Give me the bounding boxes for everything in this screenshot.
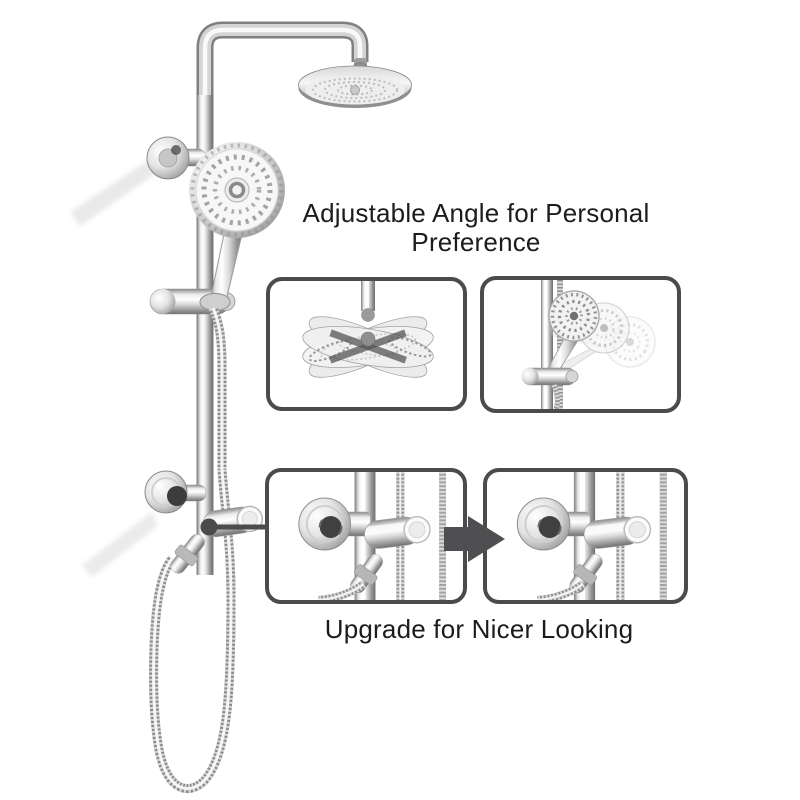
heading-line-2: Preference bbox=[411, 227, 541, 257]
right-arrow-icon bbox=[440, 512, 510, 566]
handheld-angle-inset bbox=[480, 276, 681, 413]
bracket-closeup-after-inset bbox=[483, 468, 688, 604]
rainhead-angle-inset bbox=[266, 277, 467, 411]
callout-dot-and-line bbox=[200, 518, 267, 536]
caption-upgrade: Upgrade for Nicer Looking bbox=[324, 614, 634, 644]
handheld-angle-art bbox=[484, 280, 677, 409]
rain-shower-head bbox=[298, 58, 412, 108]
rainhead-angle-art bbox=[270, 281, 463, 407]
heading-line-1: Adjustable Angle for Personal bbox=[302, 198, 650, 228]
wall-shadow-top bbox=[70, 158, 158, 226]
bracket-after-art bbox=[487, 472, 684, 600]
bracket-before-art bbox=[269, 472, 463, 600]
wall-mount-top bbox=[146, 136, 207, 180]
heading-adjustable-angle: Adjustable Angle for Personal Preference bbox=[250, 199, 702, 257]
handheld-shower-head bbox=[189, 142, 285, 311]
flexible-hose bbox=[149, 306, 236, 794]
bracket-closeup-before-inset bbox=[265, 468, 467, 604]
wall-shadow-bottom bbox=[82, 512, 158, 577]
